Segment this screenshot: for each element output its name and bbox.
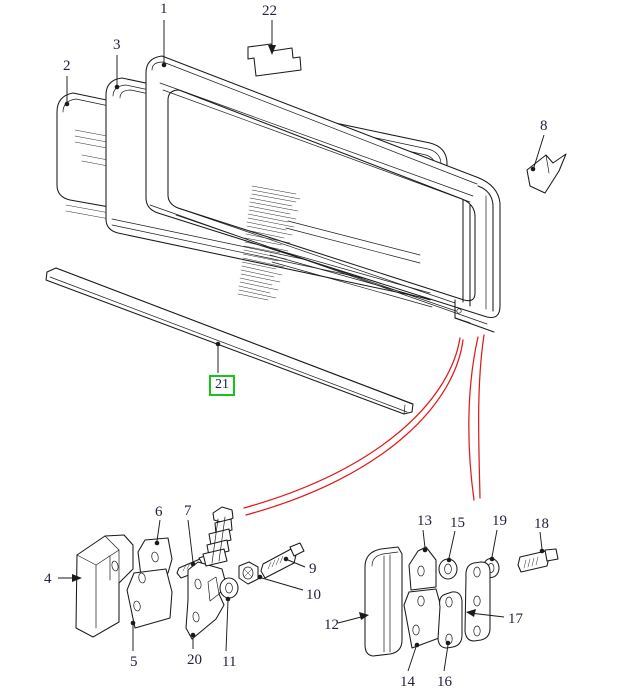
callout-label-2[interactable]: 2 bbox=[63, 58, 71, 74]
callout-label-21[interactable]: 21 bbox=[209, 375, 235, 396]
callout-label-3[interactable]: 3 bbox=[113, 37, 121, 53]
callout-label-22[interactable]: 22 bbox=[262, 3, 277, 19]
part-set-bolt bbox=[517, 548, 559, 573]
part-hinge-body-rh bbox=[364, 546, 403, 657]
callout-label-17[interactable]: 17 bbox=[508, 611, 523, 627]
callout-label-1[interactable]: 1 bbox=[160, 1, 168, 17]
callout-leaders bbox=[58, 20, 545, 672]
callout-label-10[interactable]: 10 bbox=[306, 587, 321, 603]
callout-label-9[interactable]: 9 bbox=[309, 561, 317, 577]
callout-label-18[interactable]: 18 bbox=[534, 516, 549, 532]
callout-label-7[interactable]: 7 bbox=[184, 503, 192, 519]
part-bracket-tapered bbox=[408, 546, 437, 591]
part-packing-plate bbox=[403, 588, 442, 649]
callout-label-8[interactable]: 8 bbox=[540, 118, 548, 134]
part-hinge-body-lh bbox=[75, 534, 134, 638]
part-link-strap-long bbox=[464, 561, 491, 642]
callout-label-12[interactable]: 12 bbox=[324, 617, 339, 633]
part-lower-finisher-strip bbox=[45, 267, 414, 415]
callout-label-13[interactable]: 13 bbox=[417, 513, 432, 529]
part-link-strap-short bbox=[437, 591, 463, 649]
callout-label-20[interactable]: 20 bbox=[187, 652, 202, 668]
part-plain-washer bbox=[219, 577, 239, 599]
red-leaders bbox=[243, 334, 485, 516]
part-hinge-bracket bbox=[185, 561, 227, 640]
windscreen-assembly bbox=[56, 43, 567, 333]
callout-label-6[interactable]: 6 bbox=[155, 504, 163, 520]
part-packing-shim-large bbox=[126, 568, 173, 629]
callout-label-14[interactable]: 14 bbox=[400, 674, 415, 690]
callout-label-4[interactable]: 4 bbox=[44, 571, 52, 587]
part-frame-wedge bbox=[526, 153, 567, 194]
part-corner-plate bbox=[247, 43, 302, 77]
part-windscreen-frame-outer bbox=[145, 55, 501, 333]
part-bolt-long bbox=[260, 542, 305, 579]
part-nut bbox=[238, 561, 259, 585]
callout-label-19[interactable]: 19 bbox=[492, 513, 507, 529]
hinge-cluster-left bbox=[75, 506, 305, 640]
callout-label-15[interactable]: 15 bbox=[450, 515, 465, 531]
hinge-cluster-right bbox=[364, 546, 559, 657]
callout-label-16[interactable]: 16 bbox=[437, 674, 452, 690]
callout-label-5[interactable]: 5 bbox=[130, 654, 138, 670]
glass-hatching bbox=[237, 185, 433, 308]
bolt-stack bbox=[202, 506, 234, 567]
callout-label-11[interactable]: 11 bbox=[222, 654, 237, 670]
